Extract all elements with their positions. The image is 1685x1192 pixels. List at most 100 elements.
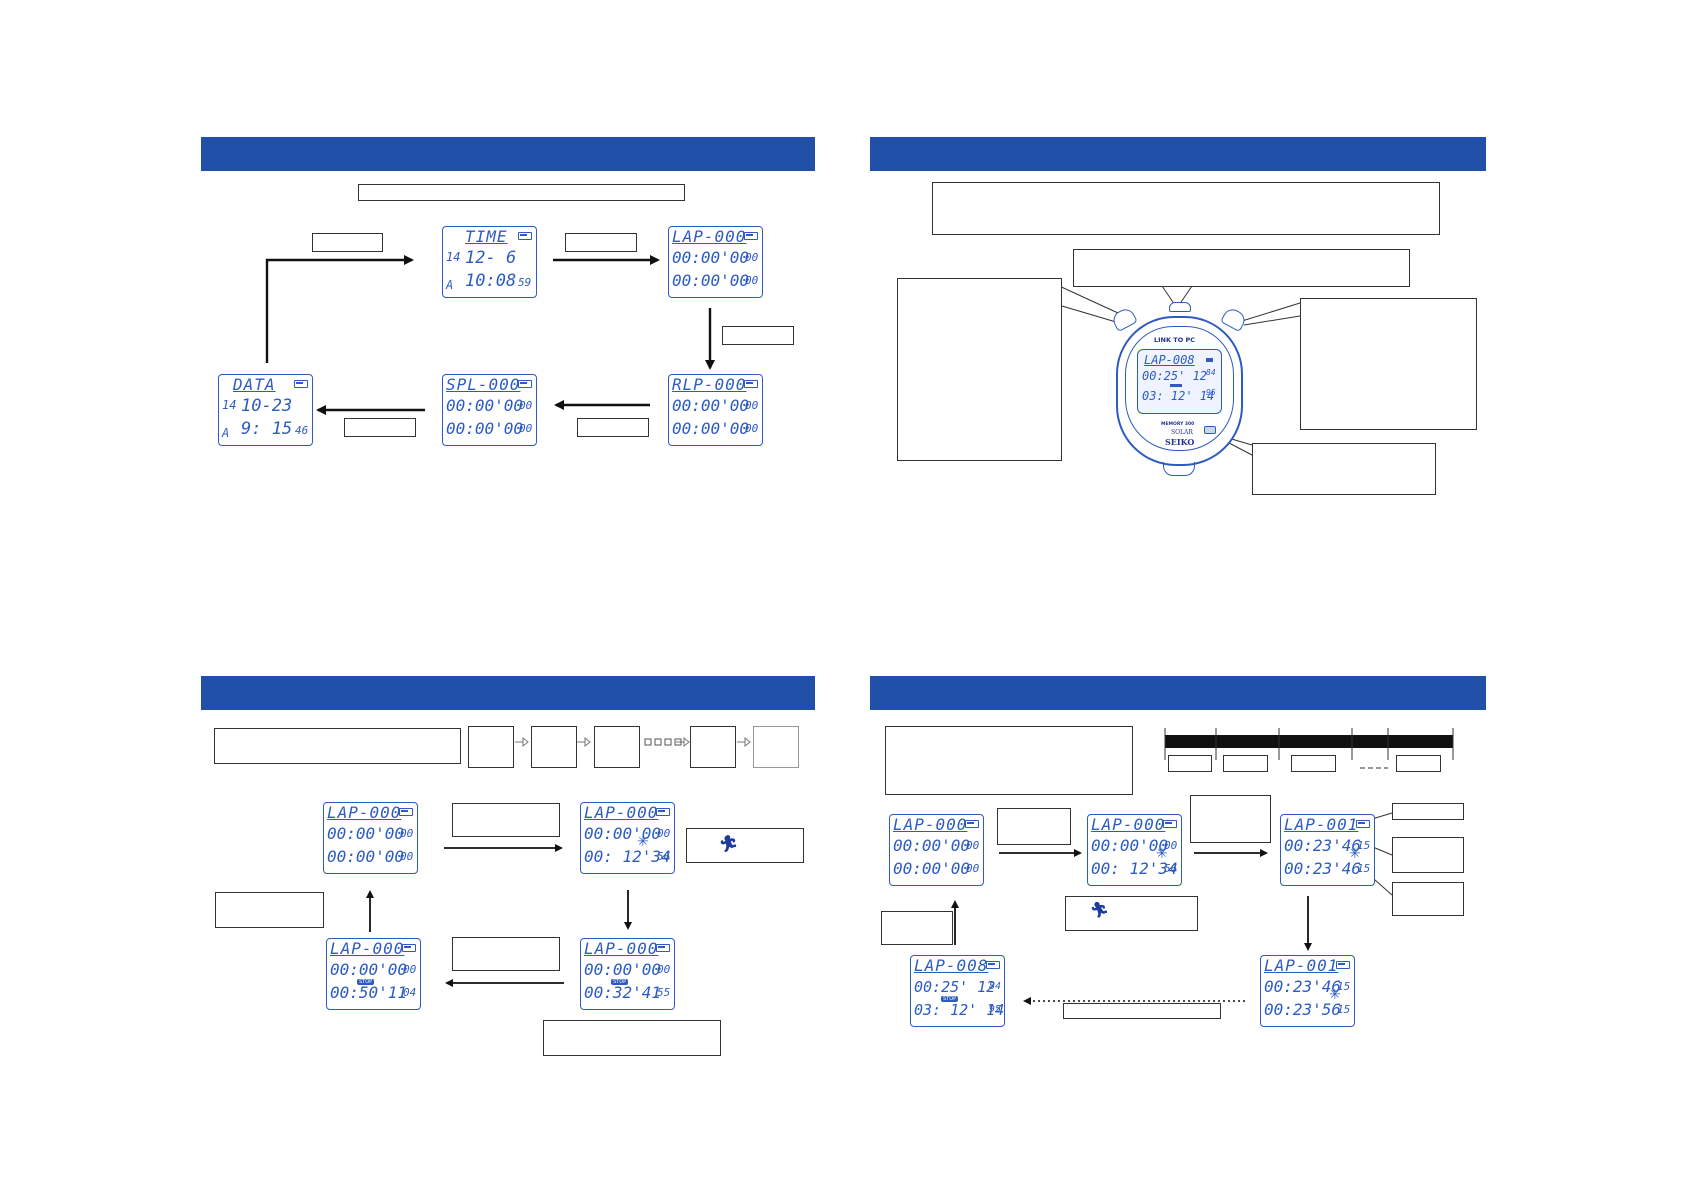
lcd-line-1-hundredths: 00: [657, 963, 671, 976]
lcd-lap-mode: LAP-000 00:00'00 00 00:00'00 00: [668, 226, 763, 298]
lcd-date-year: 14: [446, 250, 461, 264]
q3-intro-box: [214, 728, 461, 764]
stop-indicator: STOP: [611, 979, 629, 985]
lcd-line-2-hundredths: 56: [1164, 862, 1178, 875]
lcd-line-2-hundredths: 00: [745, 274, 759, 287]
lcd-line-1-hundredths: 00: [403, 963, 417, 976]
lcd-line-2-hundredths: 95: [989, 1004, 1002, 1015]
lcd-line-1: 00:00'00: [584, 824, 662, 843]
q1-caption-box: [358, 184, 685, 201]
lcd-q3-stopped: LAP-000 00:00'00 00 STOP 00:32'41 55: [580, 938, 675, 1010]
lcd-seconds: 59: [518, 276, 532, 289]
q4-intro-box: [885, 726, 1133, 795]
lcd-line-2-hundredths: 55: [657, 986, 671, 999]
lcd-q3-stopped-2: LAP-000 00:00'00 00 STOP 00:50'11 04: [326, 938, 421, 1010]
lcd-data-mode: DATA 14 10-23 A 9: 15 46: [218, 374, 313, 446]
lcd-clock: 10:08: [465, 271, 517, 291]
lcd-line-2: 00:23'56: [1264, 1000, 1342, 1019]
lcd-line-1-hundredths: 15: [1357, 839, 1371, 852]
q1-label-mode-4: [344, 418, 416, 437]
lcd-line-2-hundredths: 00: [966, 862, 980, 875]
lcd-line-2-hundredths: 00: [519, 422, 533, 435]
solar-label: SOLAR: [1171, 429, 1193, 436]
section-header-bar-3: [201, 676, 815, 710]
stopwatch-face: [1125, 326, 1234, 451]
lcd-line-2: 00:00'00: [327, 847, 405, 866]
lcd-seconds: 46: [295, 424, 309, 437]
lcd-line-2-hundredths: 00: [400, 850, 414, 863]
battery-icon: [1356, 820, 1370, 828]
battery-icon: [1163, 820, 1177, 828]
q4-label-running: 🏃︎: [1065, 896, 1198, 931]
q4-timeline-label-1: [1168, 755, 1212, 772]
section-header-bar-2: [870, 137, 1486, 171]
lcd-line-1-hundredths: 00: [966, 839, 980, 852]
battery-icon: [402, 944, 416, 952]
section-header-bar-1: [201, 137, 815, 171]
lcd-line-1-hundredths: 00: [745, 399, 759, 412]
lcd-line-1-hundredths: 00: [1164, 839, 1178, 852]
q3-chain-step-3: [594, 726, 640, 768]
lcd-line-1: 00:00'00: [893, 836, 971, 855]
lcd-line-1: 00:00'00: [327, 824, 405, 843]
q3-label-reset: [452, 937, 560, 971]
lcd-q3-reset: LAP-000 00:00'00 00 00:00'00 00: [323, 802, 418, 874]
q4-label-reset-note: [881, 911, 953, 945]
watch-stop-indicator: [1170, 384, 1182, 387]
battery-icon: [986, 961, 1000, 969]
watch-lcd-line-2: 03: 12' 14: [1142, 389, 1215, 403]
lcd-q4-running: LAP-000 00:00'00 00 00: 12'34 56 ✳: [1087, 814, 1182, 886]
lcd-line-1: 00:00'00: [672, 396, 750, 415]
lcd-line-2: 00: 12'34: [1091, 859, 1178, 878]
q3-chain-step-4: [690, 726, 736, 768]
watch-lcd-title: LAP-008: [1144, 353, 1195, 367]
lcd-date-year: 14: [222, 398, 237, 412]
battery-icon: [656, 944, 670, 952]
lcd-line-1: 00:23'46: [1264, 977, 1342, 996]
lcd-line-2: 00:50'11: [330, 983, 408, 1002]
lcd-line-2: 00:32'41: [584, 983, 662, 1002]
lcd-title: LAP-008: [914, 956, 989, 975]
q3-chain-step-5: [753, 726, 799, 768]
q3-chain-step-1: [468, 726, 514, 768]
lcd-line-1: 00:00'00: [1091, 836, 1169, 855]
lap-reset-button: [1220, 305, 1248, 333]
lcd-line-2-hundredths: 56: [657, 850, 671, 863]
q1-label-reset: [312, 233, 383, 252]
lcd-title: LAP-000: [327, 803, 402, 822]
lcd-time-mode: TIME 14 12- 6 A 10:08 59: [442, 226, 537, 298]
lcd-line-1-hundredths: 00: [657, 827, 671, 840]
lcd-q4-reset: LAP-000 00:00'00 00 00:00'00 00: [889, 814, 984, 886]
lcd-line-1: 00:00'00: [446, 396, 524, 415]
q4-timeline-label-4: [1396, 755, 1441, 772]
watch-lcd: LAP-008 00:25' 12 84 03: 12' 14 95: [1137, 349, 1222, 414]
watch-lcd-line-2-hundredths: 95: [1206, 388, 1216, 397]
q1-label-mode-1: [565, 233, 637, 252]
lcd-line-2: 00: 12'34: [584, 847, 671, 866]
section-header-bar-4: [870, 676, 1486, 710]
battery-icon: [965, 820, 979, 828]
runner-icon: 🏃︎: [717, 836, 738, 853]
blink-indicator-icon: ✳: [637, 833, 649, 849]
q2-callout-right: [1300, 298, 1477, 430]
lcd-q4-stopped: LAP-008 00:25' 12 84 STOP 03: 12' 14 95: [910, 955, 1005, 1027]
q4-label-lap-number: [1392, 803, 1464, 820]
lcd-clock: 9: 15: [241, 419, 293, 439]
lcd-title: LAP-000: [893, 815, 968, 834]
lanyard-loop: [1163, 462, 1195, 476]
lcd-line-2: 00:00'00: [672, 271, 750, 290]
lcd-title: TIME: [465, 227, 508, 246]
lcd-date: 12- 6: [465, 248, 517, 268]
q2-callout-bottom-right: [1252, 443, 1436, 495]
lcd-title: LAP-000: [330, 939, 405, 958]
lcd-q3-running: LAP-000 00:00'00 00 00: 12'34 56 ✳: [580, 802, 675, 874]
watch-lcd-line-1-hundredths: 84: [1206, 368, 1216, 377]
stopwatch-illustration: LINK TO PC LAP-008 00:25' 12 84 03: 12' …: [1110, 302, 1248, 477]
lcd-line-2-hundredths: 04: [403, 986, 417, 999]
lcd-title: RLP-000: [672, 375, 747, 394]
q1-label-mode-3: [577, 418, 649, 437]
battery-icon: [1336, 961, 1350, 969]
battery-icon: [1206, 358, 1213, 362]
lcd-q4-lap-1-running: LAP-001 00:23'46 15 00:23'56 15 ✳: [1260, 955, 1355, 1027]
q4-timeline-label-3: [1291, 755, 1336, 772]
